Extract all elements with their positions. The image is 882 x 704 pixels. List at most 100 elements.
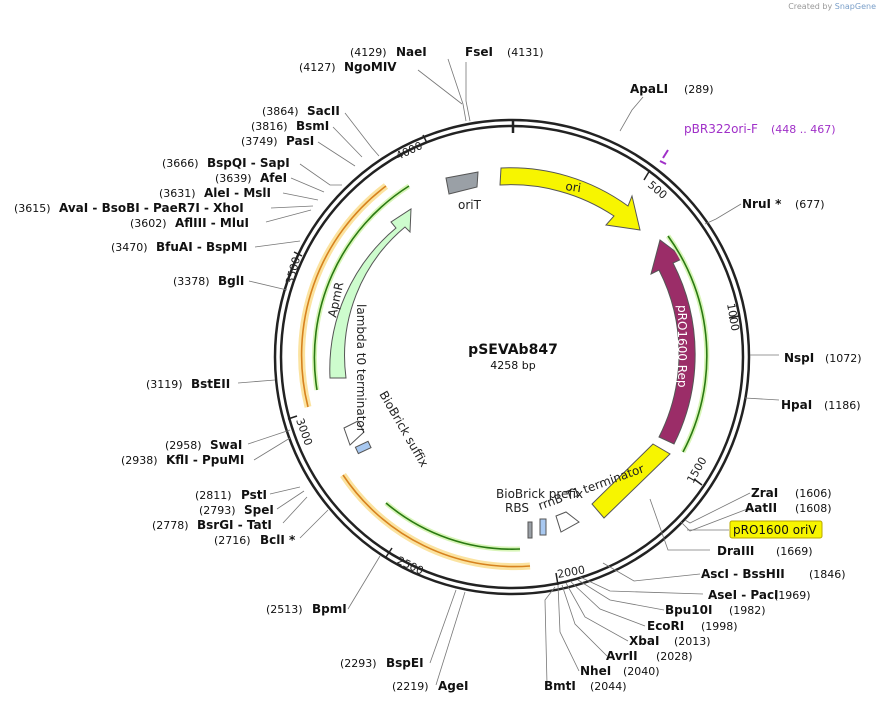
site-pos: (3378) [173,275,210,288]
primer-annotation[interactable]: pBR322ori-F (448 .. 467) [659,122,836,165]
site-pos: (1186) [824,399,861,412]
tick-label-2500: 2500 [395,554,426,578]
site-pos: (2293) [340,657,377,670]
tick-4000 [422,134,428,144]
site-fseI[interactable]: FseI(4131) [465,45,544,59]
site-pos: (2040) [623,665,660,678]
pRO1600-oriV-feature[interactable] [591,443,671,519]
site-name: XbaI [629,634,659,648]
site-aatII[interactable]: AatII(1608) [745,501,832,515]
site-pos: (2028) [656,650,693,663]
site-zraI[interactable]: ZraI (1606) [751,486,832,500]
site-avaI-group[interactable]: (3615) AvaI - BsoBI - PaeR7I - XhoI [14,201,244,215]
site-name: AleI - MslI [204,186,271,200]
site-name: BstEII [191,377,230,391]
site-bpmI[interactable]: (2513)BpmI [266,602,347,616]
rrnB-t1-terminator-feature[interactable] [555,511,580,533]
site-name: SpeI [244,503,274,517]
site-pasI[interactable]: (3749)PasI [241,134,314,148]
site-name: ApaLI [630,82,668,96]
site-pos: (3615) [14,202,51,215]
site-pRO1600-oriV[interactable]: pRO1600 oriV [729,520,823,539]
tick-label-1000: 1000 [724,302,742,332]
site-swaI[interactable]: (2958)SwaI [165,438,242,452]
site-pos: (677) [795,198,825,211]
site-bspEI[interactable]: (2293) BspEI [340,656,424,670]
site-pos: (3602) [130,217,167,230]
primer-arrow [662,149,669,159]
site-name: HpaI [781,398,812,412]
site-bsrGI-tatI[interactable]: (2778)BsrGI - TatI [152,518,272,532]
highlight-name: pRO1600 oriV [733,523,817,537]
site-pos: (1606) [795,487,832,500]
site-ascI-bssHII[interactable]: AscI - BssHII(1846) [701,567,846,581]
site-pos: (3470) [111,241,148,254]
site-nspI[interactable]: NspI(1072) [784,351,862,365]
site-name: NaeI [396,45,427,59]
site-pos: (1969) [774,589,811,602]
site-bglI[interactable]: (3378) BglI [173,274,244,288]
biobrick-suffix-feature[interactable] [354,440,372,455]
site-name: SacII [307,104,340,118]
site-avrII[interactable]: AvrII(2028) [606,649,693,663]
site-draIII[interactable]: DraIII(1669) [717,544,813,558]
site-nheI[interactable]: NheI(2040) [580,664,660,678]
site-name: DraIII [717,544,754,558]
site-ngoMIV[interactable]: (4127)NgoMIV [299,60,397,74]
tick-2000 [555,572,559,586]
tick-label-500: 500 [645,178,669,201]
site-afeI[interactable]: (3639)AfeI [215,171,287,185]
site-pos: (3864) [262,105,299,118]
site-hpaI[interactable]: HpaI (1186) [781,398,861,412]
site-name: KflI - PpuMI [166,453,244,467]
site-name: BglI [218,274,244,288]
site-apaLI[interactable]: ApaLI(289) [630,82,714,96]
biobrick-prefix-feature[interactable] [527,521,533,539]
pRO1600-rep-feature[interactable] [650,239,696,445]
bottom-green-track [384,501,521,552]
site-bmtI[interactable]: BmtI(2044) [544,679,627,693]
site-ecoRI[interactable]: EcoRI(1998) [647,619,738,633]
site-bsmI[interactable]: (3816)BsmI [251,119,329,133]
site-pstI[interactable]: (2811)PstI [195,488,267,502]
plasmid-size: 4258 bp [490,359,535,372]
site-pos: (3666) [162,157,199,170]
site-name: ZraI [751,486,778,500]
oriT-feature[interactable] [445,171,479,195]
site-name: BsmI [296,119,329,133]
tick-1500 [693,478,703,486]
site-aseI-pacI[interactable]: AseI - PacI(1969) [708,588,811,602]
site-pos: (2219) [392,680,429,693]
site-pos: (1846) [809,568,846,581]
site-pos: (2513) [266,603,303,616]
tick-marks [287,134,740,586]
site-name: AvaI - BsoBI - PaeR7I - XhoI [59,201,244,215]
site-sacII[interactable]: (3864) SacII [262,104,340,118]
site-pos: (4129) [350,46,387,59]
lambda-t0-terminator-feature[interactable] [343,420,365,446]
site-naeI[interactable]: (4129) NaeI [350,45,427,59]
site-speI[interactable]: (2793)SpeI [199,503,274,517]
ori-feature[interactable] [499,167,641,231]
site-nruI[interactable]: NruI *(677) [742,197,825,211]
site-xbaI[interactable]: XbaI(2013) [629,634,711,648]
rbs-feature[interactable] [539,518,547,536]
site-pos: (2938) [121,454,158,467]
site-aflIII-mluI[interactable]: (3602)AflIII - MluI [130,216,249,230]
site-bfuAI-bspMI[interactable]: (3470)BfuAI - BspMI [111,240,247,254]
site-aleI-mslI[interactable]: (3631)AleI - MslI [159,186,271,200]
site-name: SwaI [210,438,242,452]
site-bclI[interactable]: (2716)BclI * [214,533,296,547]
site-name: BspEI [386,656,424,670]
apmR-feature[interactable] [329,208,412,379]
site-kflI-ppuMI[interactable]: (2938) KflI - PpuMI [121,453,244,467]
site-bpu10I[interactable]: Bpu10I(1982) [665,603,766,617]
pRO1600-rep-label: pRO1600 Rep [675,305,689,388]
site-bstEII[interactable]: (3119)BstEII [146,377,230,391]
bottom-orange-arc [342,474,531,568]
site-pos: (2811) [195,489,232,502]
site-bspQI-sapI[interactable]: (3666)BspQI - SapI [162,156,290,170]
lambda-t0-terminator-label: lambda t0 terminator [354,304,368,433]
site-ageI[interactable]: (2219)AgeI [392,679,468,693]
tick-label-2000: 2000 [556,563,586,581]
